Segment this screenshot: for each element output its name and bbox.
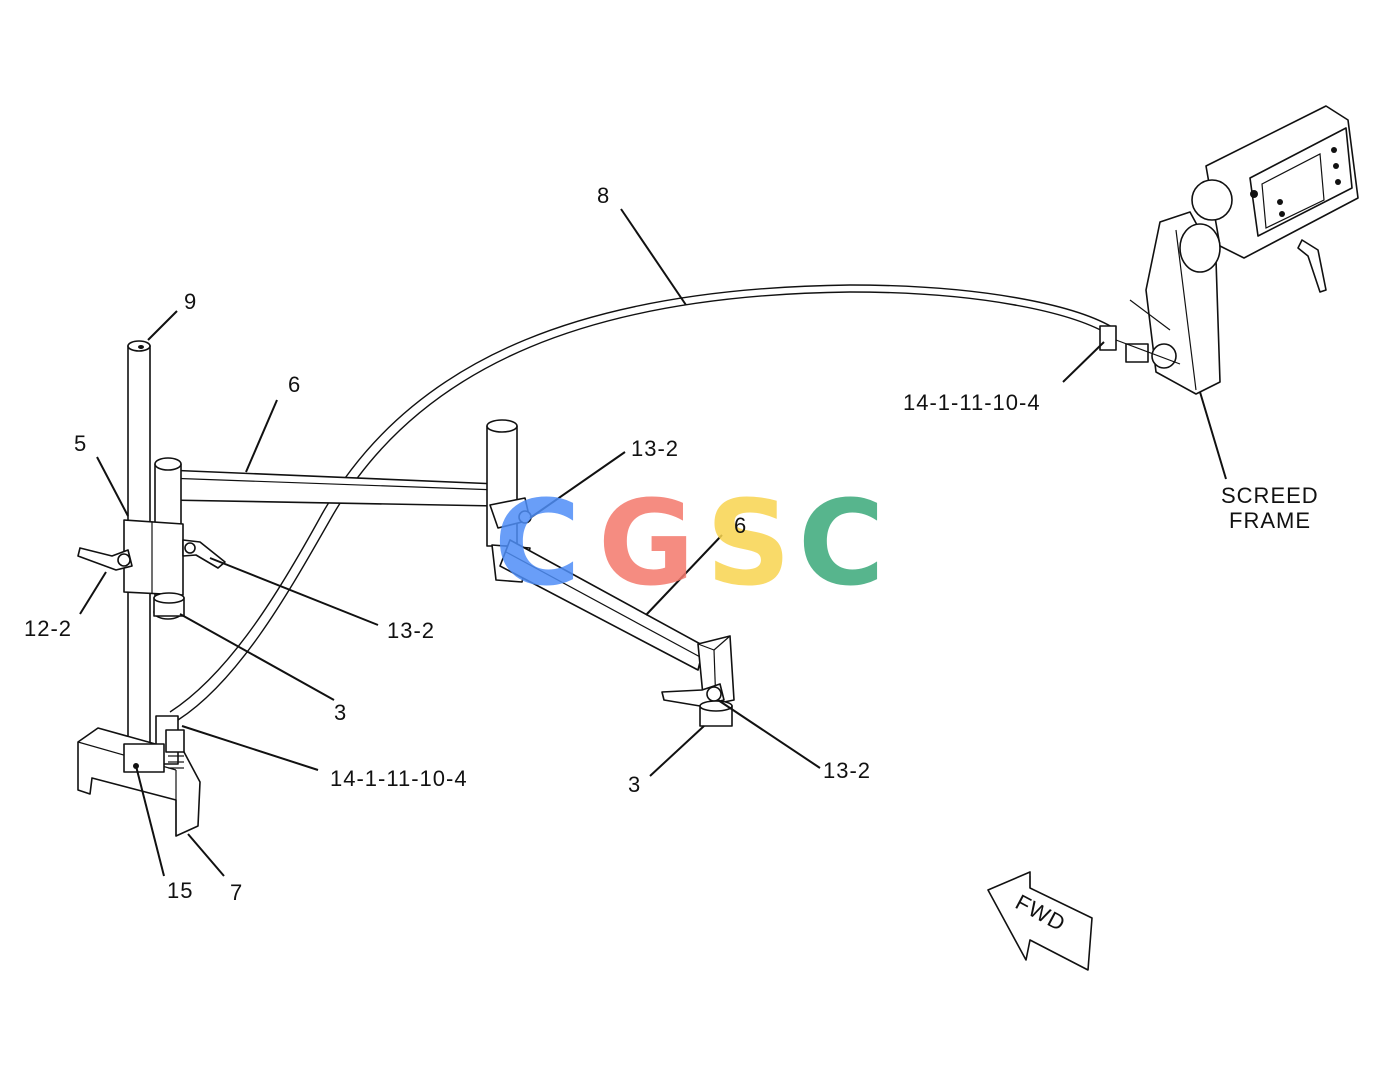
callout-6-mid: 6 xyxy=(734,513,747,538)
callout-3-right: 3 xyxy=(628,772,641,797)
callout-7: 7 xyxy=(230,880,243,905)
arm-6-upper xyxy=(153,457,499,620)
callout-14-left: 14-1-11-10-4 xyxy=(330,766,468,791)
leader-lines xyxy=(79,208,1227,877)
callout-12-2: 12-2 xyxy=(24,616,72,641)
collar-3-left xyxy=(153,592,185,617)
callout-labels: 8 9 6 5 13-2 6 14-1-11-10-4 SCREED FRAME… xyxy=(24,183,1319,905)
callout-15: 15 xyxy=(167,878,193,903)
callout-screed: SCREED xyxy=(1221,483,1319,508)
watermark-letter-2: G xyxy=(598,474,695,612)
watermark: C G S C xyxy=(494,474,885,612)
callout-8: 8 xyxy=(597,183,610,208)
callout-3-left: 3 xyxy=(334,700,347,725)
watermark-letter-4: C xyxy=(798,474,885,612)
hose-8 xyxy=(169,284,1113,721)
callout-14-right: 14-1-11-10-4 xyxy=(903,390,1041,415)
callout-13-2-left: 13-2 xyxy=(387,618,435,643)
callout-13-2-center: 13-2 xyxy=(631,436,679,461)
arm-6-lower xyxy=(499,539,705,671)
callout-9: 9 xyxy=(184,289,197,314)
clamp-5 xyxy=(77,519,226,596)
screed-frame-assembly xyxy=(1099,105,1359,395)
watermark-letter-3: S xyxy=(706,474,791,612)
watermark-letter-1: C xyxy=(494,474,581,612)
callout-6-top: 6 xyxy=(288,372,301,397)
callout-13-2-right: 13-2 xyxy=(823,758,871,783)
base-7 xyxy=(77,715,201,837)
callout-5: 5 xyxy=(74,431,87,456)
fwd-arrow: FWD xyxy=(987,871,1093,971)
callout-frame: FRAME xyxy=(1229,508,1311,533)
